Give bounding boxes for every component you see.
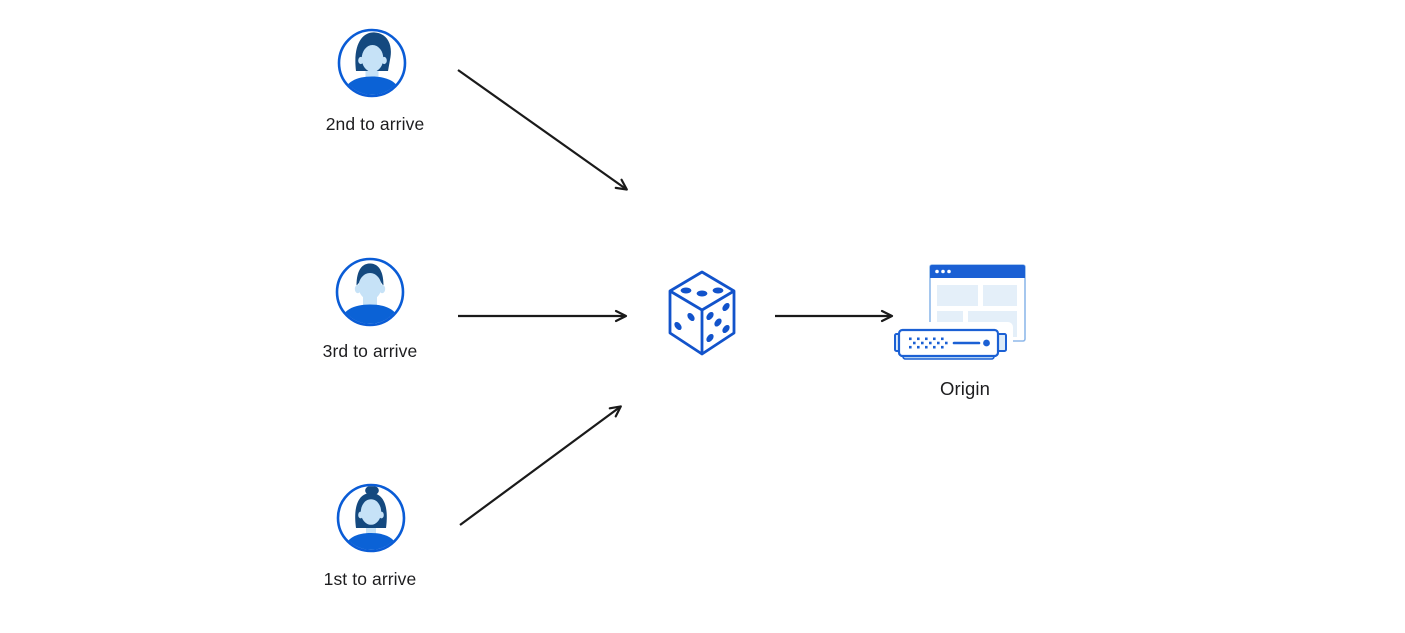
server-icon: [893, 322, 1013, 360]
dice-icon: [668, 270, 736, 356]
client-label-2nd: 2nd to arrive: [325, 114, 425, 134]
arrow-client2-to-dice: [457, 69, 628, 191]
origin-server-icon: [893, 264, 1026, 360]
woman-bun-avatar: [336, 483, 406, 553]
client-label-3rd: 3rd to arrive: [322, 341, 418, 361]
origin-label: Origin: [940, 378, 990, 399]
man-short-hair-avatar: [335, 257, 405, 327]
arrow-client1-to-dice: [459, 405, 622, 526]
client-label-1st: 1st to arrive: [323, 569, 417, 589]
man-pompadour-avatar: [337, 28, 407, 98]
